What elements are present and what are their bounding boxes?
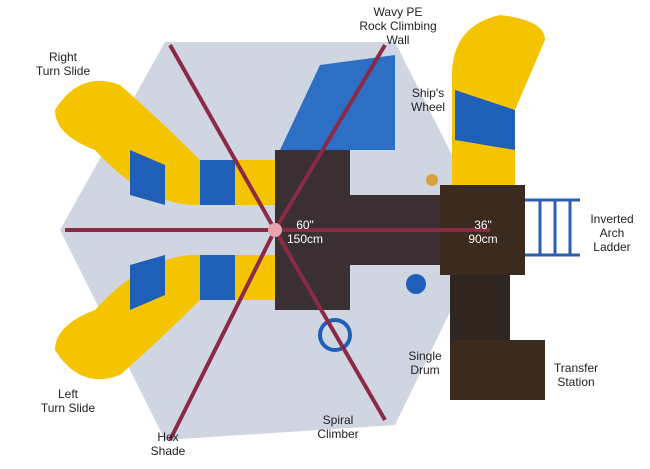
label-line: Single — [408, 349, 442, 363]
label-line: Wheel — [410, 100, 446, 114]
deck-height-60: 60"150cm — [287, 218, 323, 246]
label-line: Transfer — [553, 361, 599, 375]
spiral-climber — [318, 318, 352, 352]
label-line: Ladder — [593, 240, 631, 254]
left-turn-slide — [55, 255, 275, 380]
right-turn-slide — [55, 80, 275, 205]
label-line: Wall — [386, 33, 410, 47]
label-line: Ship's — [411, 86, 445, 100]
inverted-arch-ladder — [525, 198, 580, 257]
label-line: Drum — [410, 363, 440, 377]
label-line: Arch — [599, 226, 625, 240]
label-line: Rock Climbing — [359, 19, 437, 33]
ships-wheel — [426, 174, 438, 186]
label-line: Left — [57, 387, 78, 401]
single-drum — [406, 274, 426, 294]
dim-line: 90cm — [468, 232, 498, 246]
label-line: Inverted — [590, 212, 634, 226]
label-line: Spiral — [322, 413, 354, 427]
label-line: Wavy PE — [373, 5, 423, 19]
shade-poles — [65, 43, 490, 441]
label-line: Hex — [157, 430, 179, 444]
deck-height-36: 36"90cm — [468, 218, 497, 246]
label-line: Right — [48, 50, 77, 64]
tall-slide — [452, 15, 545, 185]
transfer-station — [450, 340, 545, 400]
dim-line: 36" — [474, 218, 492, 232]
label-line: Station — [557, 375, 595, 389]
dim-line: 150cm — [286, 232, 324, 246]
label-line: Climber — [317, 427, 359, 441]
dim-line: 60" — [296, 218, 314, 232]
label-line: Turn Slide — [40, 401, 96, 415]
label-line: Turn Slide — [35, 64, 91, 78]
shade-hub — [268, 223, 282, 237]
label-line: Shade — [150, 444, 186, 458]
